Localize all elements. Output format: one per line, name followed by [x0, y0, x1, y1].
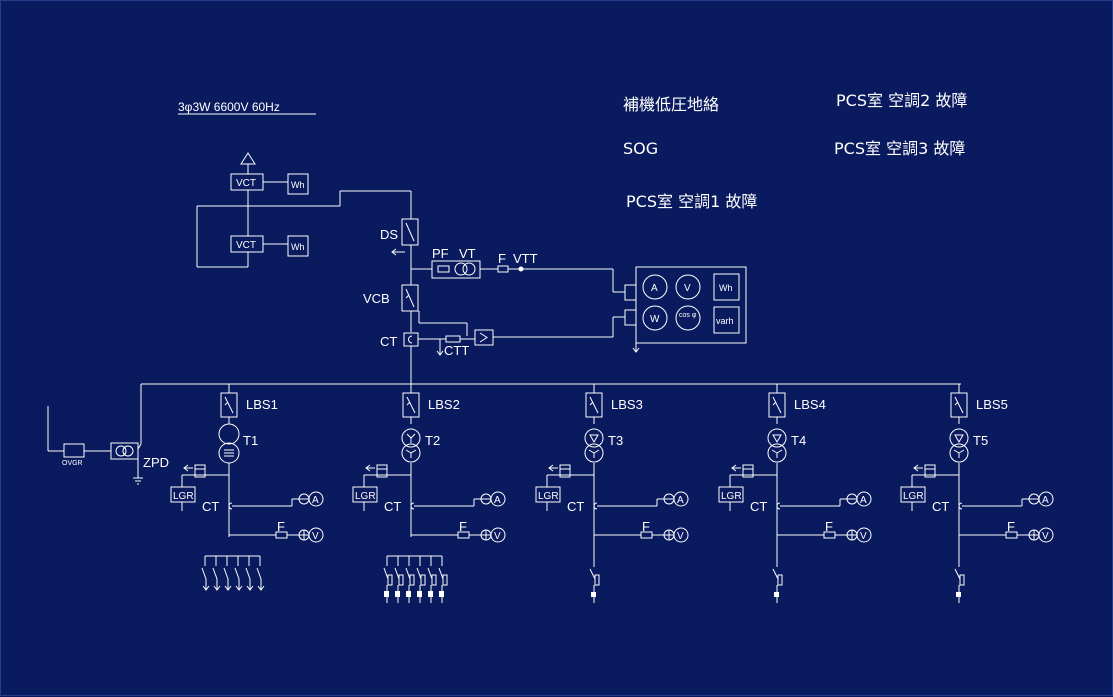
panel-pf-meter: cos φ: [679, 312, 697, 319]
voltmeter-label: V: [1042, 531, 1049, 542]
fuse-label: F: [642, 519, 650, 534]
ds-switch[interactable]: DS: [380, 218, 419, 256]
panel-varh: varh: [716, 316, 734, 326]
ammeter-label: A: [1042, 495, 1049, 506]
incoming-source: 3φ3W 6600V 60Hz: [178, 100, 316, 174]
lbs-label: LBS4: [794, 397, 826, 412]
panel-wattmeter: W: [650, 314, 660, 325]
panel-ammeter: A: [651, 283, 658, 294]
lgr-label: LGR: [721, 491, 742, 502]
ammeter-label: A: [677, 495, 684, 506]
source-arrow-icon: [240, 152, 256, 165]
vcb-label: VCB: [363, 291, 390, 306]
panel-voltmeter: V: [684, 283, 691, 294]
vcb-breaker[interactable]: VCB: [363, 284, 419, 312]
ct-label: CT: [380, 334, 397, 349]
lbs-label: LBS2: [428, 397, 460, 412]
zpd-label: ZPD: [143, 455, 169, 470]
alarm-sog: SOG: [623, 139, 659, 158]
fuse-label: F: [1007, 519, 1015, 534]
transformer-label: T3: [608, 433, 623, 448]
pf-label: PF: [432, 246, 449, 261]
zpd-ovgr[interactable]: OVGR ZPD: [47, 384, 169, 485]
fuse-label: F: [825, 519, 833, 534]
ammeter-label: A: [312, 495, 319, 506]
ct-ctt[interactable]: CT CTT: [380, 316, 625, 358]
ct-label: CT: [750, 499, 767, 514]
vtt-label: VTT: [513, 251, 538, 266]
wh-label: Wh: [291, 180, 305, 190]
source-label: 3φ3W 6600V 60Hz: [178, 100, 280, 114]
ammeter-label: A: [860, 495, 867, 506]
lgr-label: LGR: [903, 491, 924, 502]
ctt-label: CTT: [444, 343, 469, 358]
alarm-pcs-ac1-fault: PCS室 空調1 故障: [626, 192, 758, 211]
lbs-label: LBS1: [246, 397, 278, 412]
alarm-aux-ground-fault: 補機低圧地絡: [623, 95, 720, 114]
ammeter-label: A: [494, 495, 501, 506]
alarm-pcs-ac2-fault: PCS室 空調2 故障: [836, 91, 968, 110]
ct-label: CT: [567, 499, 584, 514]
panel-wh: Wh: [719, 283, 733, 293]
transformer-label: T2: [425, 433, 440, 448]
voltmeter-label: V: [860, 531, 867, 542]
wh-label: Wh: [291, 242, 305, 252]
transformer-label: T4: [791, 433, 806, 448]
lgr-label: LGR: [538, 491, 559, 502]
voltmeter-label: V: [312, 531, 319, 542]
alarm-pcs-ac3-fault: PCS室 空調3 故障: [834, 139, 966, 158]
vt-label: VT: [459, 246, 476, 261]
lbs-label: LBS5: [976, 397, 1008, 412]
lgr-label: LGR: [173, 491, 194, 502]
lgr-label: LGR: [355, 491, 376, 502]
ct-label: CT: [202, 499, 219, 514]
ct-label: CT: [384, 499, 401, 514]
fuse-label: F: [277, 519, 285, 534]
ds-label: DS: [380, 227, 398, 242]
ct-label: CT: [932, 499, 949, 514]
lbs-label: LBS3: [611, 397, 643, 412]
vct-label: VCT: [236, 178, 256, 189]
fuse-label: F: [459, 519, 467, 534]
meter-panel[interactable]: A V W cos φ Wh varh: [624, 266, 747, 353]
vct-label: VCT: [236, 240, 256, 251]
vct-meter-lower[interactable]: VCT Wh: [230, 235, 309, 257]
voltmeter-label: V: [494, 531, 501, 542]
voltmeter-label: V: [677, 531, 684, 542]
transformer-label: T5: [973, 433, 988, 448]
transformer-label: T1: [243, 433, 258, 448]
pf-vt[interactable]: PF VT F VTT: [411, 246, 625, 293]
vct-meter-upper[interactable]: VCT Wh: [230, 173, 309, 195]
ovgr-label: OVGR: [62, 460, 83, 467]
fuse-label: F: [498, 251, 506, 266]
